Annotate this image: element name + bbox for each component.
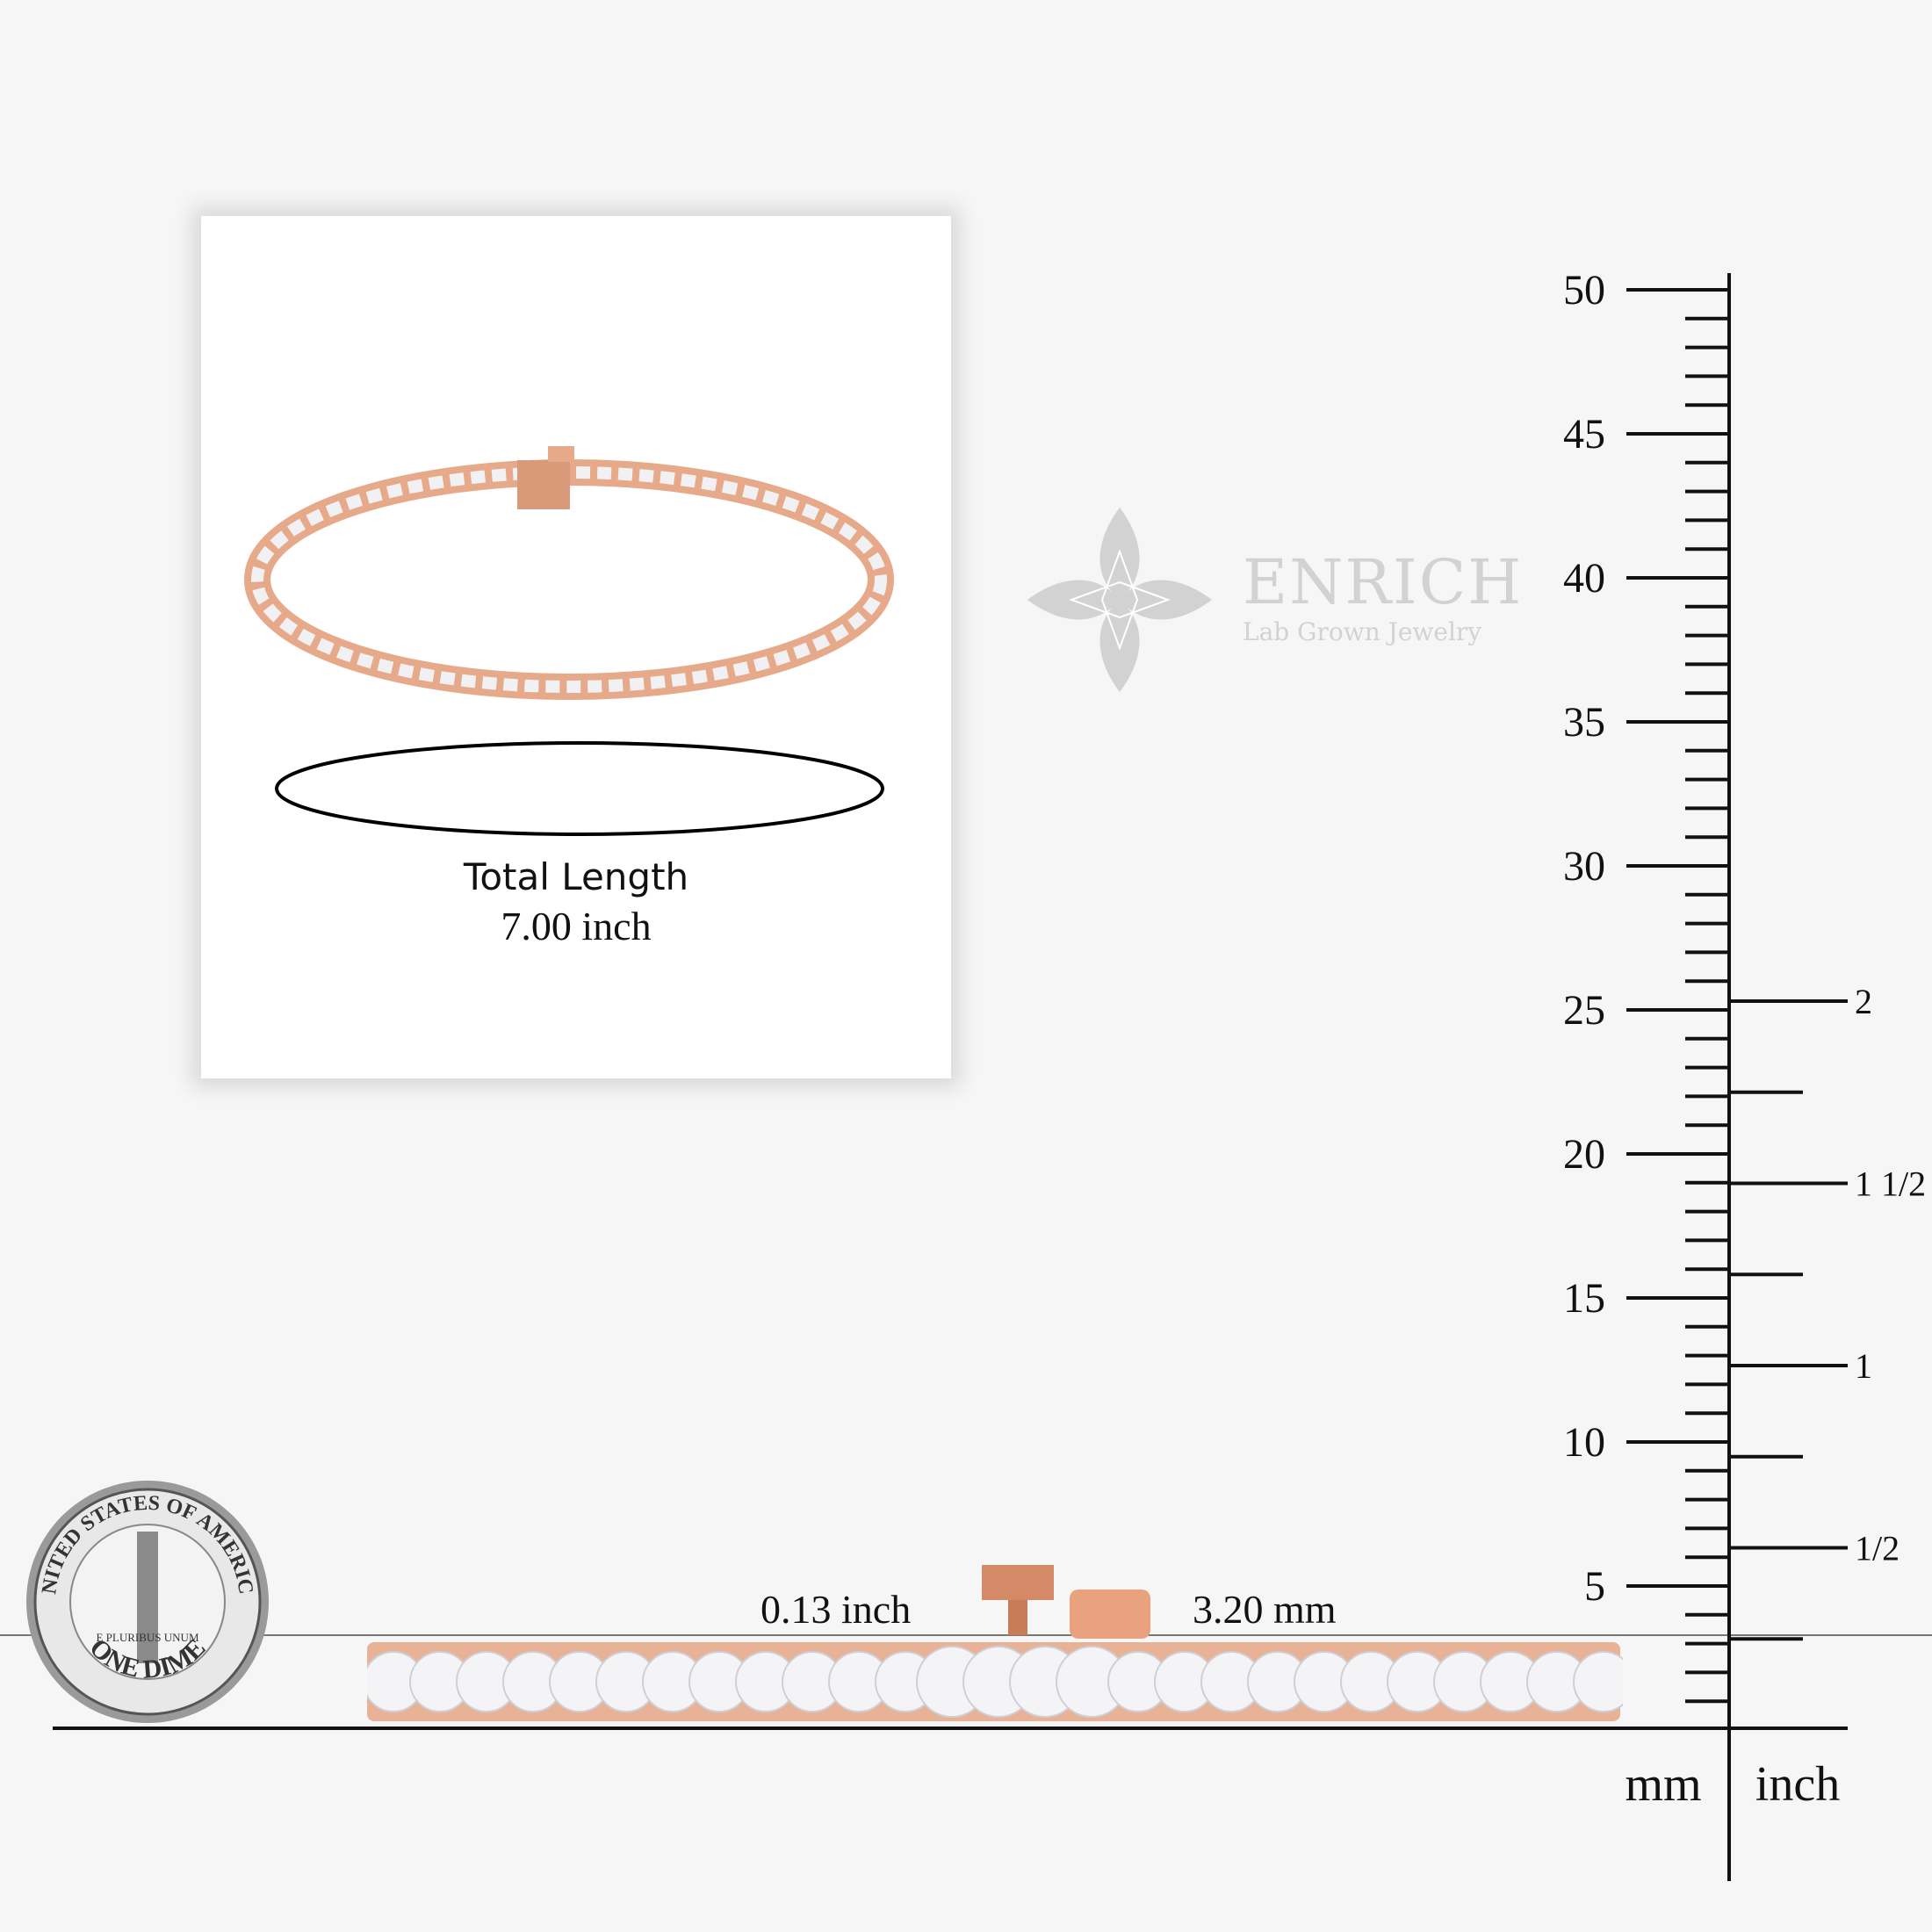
total-length-label: Total Length xyxy=(463,855,689,898)
mm-label: 50 xyxy=(1563,267,1605,314)
inch-label: 2 xyxy=(1855,982,1872,1021)
mm-label: 25 xyxy=(1563,987,1605,1034)
length-ellipse xyxy=(275,741,884,836)
mm-label: 20 xyxy=(1563,1131,1605,1178)
total-length-value: 7.00 inch xyxy=(501,904,652,948)
baseline xyxy=(53,1727,1848,1730)
mm-label: 35 xyxy=(1563,699,1605,746)
dime-coin: UNITED STATES OF AMERICA ONE DIME E PLUR… xyxy=(25,1479,269,1723)
mm-label: 40 xyxy=(1563,555,1605,602)
inch-label: 1/2 xyxy=(1855,1529,1900,1568)
coin-motto: E PLURIBUS UNUM xyxy=(96,1631,198,1644)
ruler: 5 10 15 20 25 30 35 40 45 50 1/2 1 1 1/2 2 mm inch xyxy=(1563,267,1926,1881)
mm-label: 15 xyxy=(1563,1275,1605,1322)
inch-label: 1 1/2 xyxy=(1855,1164,1926,1204)
mm-label: 10 xyxy=(1563,1419,1605,1466)
logo-name: ENRICH xyxy=(1243,546,1524,618)
diamond-stone xyxy=(1573,1651,1623,1712)
width-inch-label: 0.13 inch xyxy=(761,1587,912,1632)
unit-mm-label: mm xyxy=(1625,1757,1701,1812)
torch-icon xyxy=(137,1532,158,1663)
logo-flower-icon xyxy=(1027,508,1212,692)
inch-label: 1 xyxy=(1855,1346,1872,1386)
clasp xyxy=(517,460,570,509)
bracelet-side-view xyxy=(367,1565,1623,1721)
top-reference-line xyxy=(0,1634,1932,1636)
bracelet-top-view xyxy=(244,446,894,836)
clasp-tab xyxy=(1070,1590,1150,1639)
mm-label: 45 xyxy=(1563,411,1605,458)
product-card: Total Length 7.00 inch xyxy=(201,216,951,1078)
unit-inch-label: inch xyxy=(1755,1757,1840,1812)
logo-tagline: Lab Grown Jewelry xyxy=(1243,617,1482,646)
mm-label: 30 xyxy=(1563,843,1605,890)
clasp-top xyxy=(982,1565,1054,1600)
mm-label: 5 xyxy=(1584,1563,1605,1610)
width-mm-label: 3.20 mm xyxy=(1193,1587,1337,1632)
